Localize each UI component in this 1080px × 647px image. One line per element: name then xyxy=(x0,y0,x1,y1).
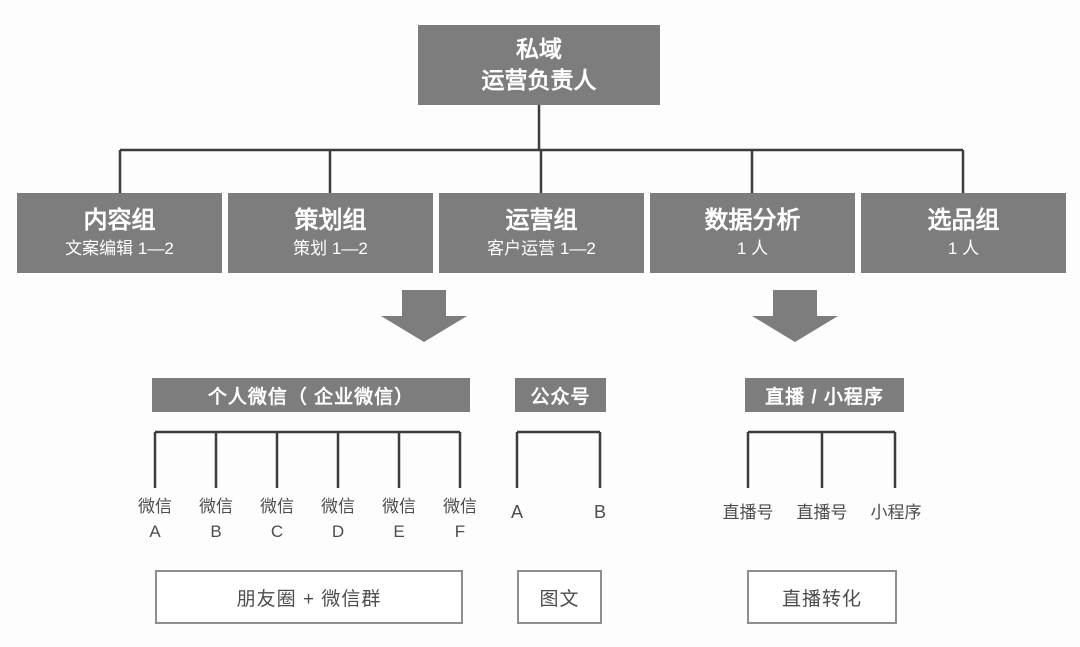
dept-title: 策划组 xyxy=(294,206,367,234)
dept-subtitle: 客户运营 1—2 xyxy=(487,238,596,258)
outcome-box-articles: 图文 xyxy=(517,570,602,624)
channel-bar-live-miniprogram: 直播 / 小程序 xyxy=(745,378,904,412)
leaf-wechat-d: 微信 D xyxy=(321,497,355,541)
leaf-wechat-f: 微信 F xyxy=(443,497,477,541)
leaf-live-1: 直播号 xyxy=(722,503,774,522)
dept-subtitle: 1 人 xyxy=(736,238,769,258)
root-node: 私域 运营负责人 xyxy=(418,25,660,105)
dept-subtitle: 1 人 xyxy=(947,238,980,258)
dept-title: 运营组 xyxy=(505,206,578,234)
leaf-wechat-c: 微信 C xyxy=(260,497,294,541)
leaf-wechat-a: 微信 A xyxy=(138,497,172,541)
dept-node-data-analysis: 数据分析 1 人 xyxy=(650,193,855,273)
down-arrow-left xyxy=(381,290,467,342)
leaf-wechat-e: 微信 E xyxy=(382,497,416,541)
outcome-box-live-conversion: 直播转化 xyxy=(747,570,897,624)
channel-bar-official-account: 公众号 xyxy=(515,378,606,412)
dept-title: 选品组 xyxy=(927,206,1000,234)
outcome-box-moments-groups: 朋友圈 + 微信群 xyxy=(155,570,463,624)
dept-node-planning: 策划组 策划 1—2 xyxy=(228,193,433,273)
dept-title: 数据分析 xyxy=(704,206,801,234)
leaf-account-a: A xyxy=(510,502,524,522)
leaf-miniprogram: 小程序 xyxy=(870,503,922,522)
dept-title: 内容组 xyxy=(83,206,156,234)
leaf-account-b: B xyxy=(593,502,607,522)
root-node-line2: 运营负责人 xyxy=(481,67,597,93)
channel-bar-personal-wechat: 个人微信（ 企业微信） xyxy=(152,378,470,412)
root-node-line1: 私域 xyxy=(516,36,562,62)
dept-subtitle: 策划 1—2 xyxy=(293,238,368,258)
dept-node-product-selection: 选品组 1 人 xyxy=(861,193,1066,273)
leaf-wechat-b: 微信 B xyxy=(199,497,233,541)
dept-node-operations: 运营组 客户运营 1—2 xyxy=(439,193,644,273)
leaf-live-2: 直播号 xyxy=(796,503,848,522)
dept-subtitle: 文案编辑 1—2 xyxy=(65,238,174,258)
dept-node-content: 内容组 文案编辑 1—2 xyxy=(17,193,222,273)
down-arrow-right xyxy=(752,290,838,342)
